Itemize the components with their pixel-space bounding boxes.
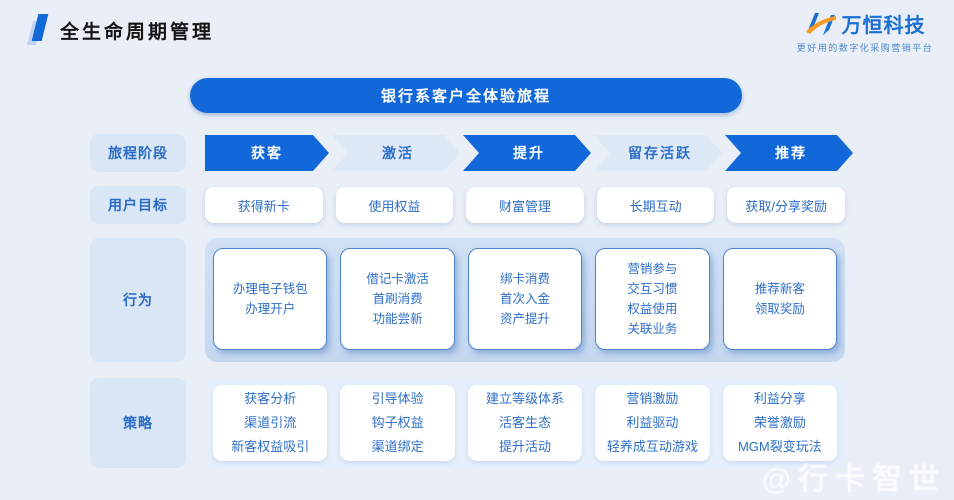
- card-line: 钩子权益: [371, 414, 424, 430]
- behaviors-panel: 办理电子钱包办理开户借记卡激活首刷消费功能尝新绑卡消费首次入金资产提升营销参与交…: [205, 238, 845, 362]
- goal-box: 财富管理: [466, 187, 584, 223]
- goals-row: 获得新卡使用权益财富管理长期互动获取/分享奖励: [205, 187, 845, 223]
- card-line: 营销激励: [626, 390, 679, 406]
- stage-arrow: 推荐: [725, 135, 853, 171]
- goal-box: 获取/分享奖励: [727, 187, 845, 223]
- card-line: 领取奖励: [754, 302, 805, 316]
- strategy-card: 利益分享荣誉激励 MGM裂变玩法: [722, 385, 838, 461]
- logo-h-icon: [805, 12, 836, 35]
- card-line: 提升活动: [499, 439, 552, 455]
- card-line: 建立等级体系: [486, 390, 565, 406]
- behavior-card: 借记卡激活首刷消费功能尝新: [340, 248, 455, 350]
- card-line: 新客权益吸引: [231, 439, 310, 455]
- strategy-card: 获客分析渠道引流新客权益吸引: [213, 385, 328, 461]
- row-label-user-goal: 用户目标: [90, 186, 186, 224]
- card-line: MGM裂变玩法: [737, 439, 822, 455]
- card-line: 绑卡消费: [500, 272, 551, 286]
- row-label-strategy: 策略: [90, 378, 186, 468]
- card-line: 办理开户: [245, 302, 296, 316]
- logo-name: 万恒科技: [841, 15, 926, 37]
- card-line: 利益分享: [753, 390, 806, 406]
- card-line: 荣誉激励: [753, 414, 806, 430]
- card-line: 引导体验: [371, 390, 424, 406]
- stage-arrow: 提升: [463, 135, 591, 171]
- stage-arrow: 获客: [205, 135, 329, 171]
- title-bar-icon: [27, 14, 49, 46]
- row-label-behavior: 行为: [90, 238, 186, 362]
- card-line: 营销参与: [627, 262, 678, 276]
- behavior-card: 绑卡消费首次入金资产提升: [467, 248, 583, 350]
- card-line: 关联业务: [627, 322, 678, 336]
- banner-pill: 银行系客户全体验旅程: [190, 78, 742, 113]
- card-line: 首次入金: [500, 292, 551, 306]
- goal-box: 使用权益: [335, 187, 454, 223]
- card-line: 渠道引流: [244, 414, 297, 430]
- card-line: 功能尝新: [372, 312, 423, 326]
- card-line: 办理电子钱包: [232, 282, 308, 296]
- card-line: 权益使用: [627, 302, 678, 316]
- goal-box: 长期互动: [596, 187, 715, 223]
- card-line: 获客分析: [244, 390, 297, 406]
- strategy-card: 营销激励利益驱动轻养成互动游戏: [595, 385, 710, 461]
- row-label-journey-stage: 旅程阶段: [90, 134, 186, 172]
- card-line: 轻养成互动游戏: [606, 439, 698, 455]
- stage-arrow: 激活: [332, 135, 460, 171]
- goal-box: 获得新卡: [205, 187, 323, 223]
- strategy-card: 引导体验钩子权益渠道绑定: [340, 385, 455, 461]
- card-line: 借记卡激活: [366, 272, 429, 286]
- card-line: 渠道绑定: [371, 439, 424, 455]
- card-line: 首刷消费: [372, 292, 423, 306]
- strategies-panel: 获客分析渠道引流新客权益吸引引导体验钩子权益渠道绑定建立等级体系活客生态提升活动…: [205, 378, 845, 468]
- stage-arrow: 留存活跃: [594, 135, 722, 171]
- card-line: 利益驱动: [626, 414, 679, 430]
- card-line: 推荐新客: [754, 282, 805, 296]
- behavior-card: 推荐新客领取奖励: [722, 248, 838, 350]
- behavior-card: 营销参与交互习惯权益使用关联业务: [595, 248, 710, 350]
- page-title: 全生命周期管理: [60, 21, 215, 43]
- card-line: 交互习惯: [627, 282, 678, 296]
- card-line: 活客生态: [499, 414, 552, 430]
- behavior-card: 办理电子钱包办理开户: [213, 248, 328, 350]
- logo-tagline: 更好用的数字化采购营销平台: [796, 43, 934, 53]
- card-line: 资产提升: [500, 312, 551, 326]
- stages-row: 获客激活提升留存活跃推荐: [205, 135, 853, 171]
- page-header: 全生命周期管理: [27, 14, 215, 46]
- company-logo: 万恒科技 更好用的数字化采购营销平台: [790, 9, 940, 54]
- strategy-card: 建立等级体系活客生态提升活动: [467, 385, 583, 461]
